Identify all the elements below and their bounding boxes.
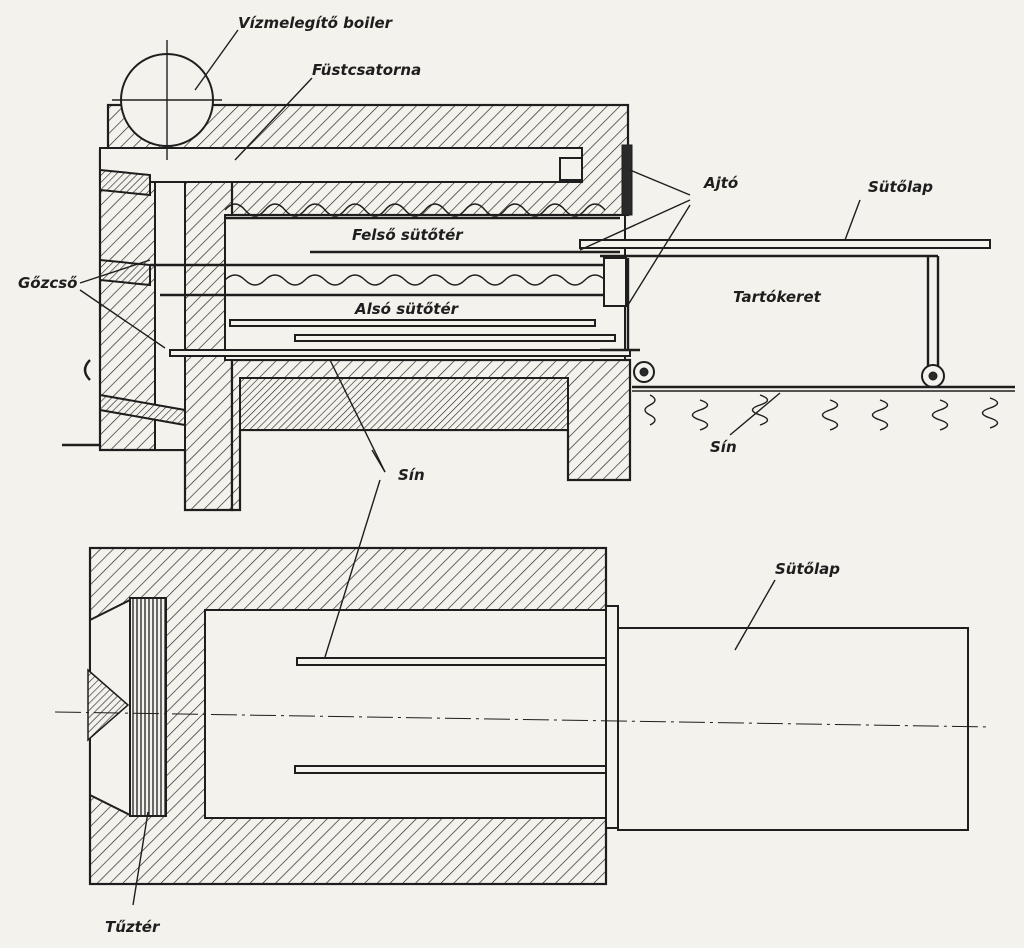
side-section-view: [62, 40, 1015, 512]
label-upper-oven: Felső sütőtér: [352, 226, 464, 244]
firebox-grate: [129, 597, 167, 817]
label-rail-right: Sín: [710, 438, 737, 456]
plan-view: [54, 546, 991, 886]
plan-rail-lower: [294, 765, 616, 774]
label-rail-center: Sín: [398, 466, 425, 484]
flue-end: [559, 157, 583, 181]
label-lower-oven: Alsó sütőtér: [354, 300, 460, 318]
label-firebox: Tűztér: [105, 918, 161, 936]
flue-channel: [99, 147, 583, 183]
label-door: Ajtó: [703, 174, 738, 192]
plan-oven-interior: [204, 609, 611, 819]
rail-middle: [294, 334, 616, 342]
label-frame: Tartókeret: [733, 288, 822, 306]
heat-wave-lower: [224, 274, 606, 286]
label-baking-plate-bottom: Sütőlap: [775, 560, 840, 578]
labels: Vízmelegítő boiler Füstcsatorna Ajtó Süt…: [18, 14, 933, 936]
foundation-inner-block: [239, 377, 569, 431]
label-flue: Füstcsatorna: [312, 61, 421, 79]
lower-door: [603, 257, 627, 307]
rail-lower: [169, 349, 631, 357]
upper-door: [621, 144, 633, 216]
leader-lines: [79, 29, 861, 906]
plan-baking-plate: [617, 627, 969, 831]
plan-rail-upper: [296, 657, 616, 666]
label-baking-plate-top: Sütőlap: [868, 178, 933, 196]
baking-plate-extended: [579, 239, 991, 249]
rail-upper: [229, 319, 596, 327]
label-steam-pipe: Gőzcső: [18, 274, 77, 292]
label-boiler: Vízmelegítő boiler: [238, 14, 394, 32]
heat-wave-upper: [224, 203, 606, 217]
ground-springs: [644, 394, 999, 431]
plan-door: [605, 605, 619, 829]
